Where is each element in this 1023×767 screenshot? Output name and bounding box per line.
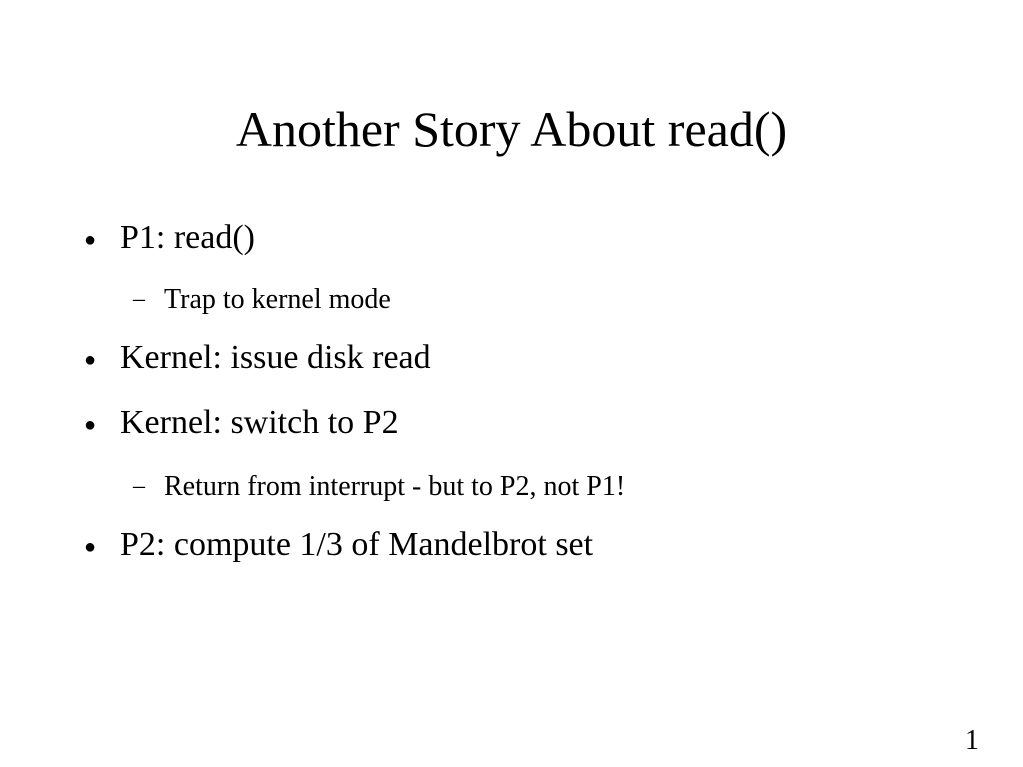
bullet-icon: ● xyxy=(84,536,97,558)
sub-bullet-item-trap: – Trap to kernel mode xyxy=(133,283,391,317)
bullet-text: Kernel: switch to P2 xyxy=(120,404,399,441)
bullet-icon: ● xyxy=(84,414,97,436)
bullet-icon: ● xyxy=(84,229,97,251)
sub-bullet-text: Return from interrupt - but to P2, not P… xyxy=(164,471,626,502)
sub-bullet-item-return: – Return from interrupt - but to P2, not… xyxy=(133,470,625,504)
dash-icon: – xyxy=(133,473,145,499)
bullet-item-kernel-switch: ● Kernel: switch to P2 xyxy=(84,403,399,443)
slide-title: Another Story About read() xyxy=(235,101,788,157)
bullet-text: P2: compute 1/3 of Mandelbrot set xyxy=(120,526,594,563)
bullet-text: P1: read() xyxy=(120,219,256,256)
page-number: 1 xyxy=(965,725,979,756)
sub-bullet-text: Trap to kernel mode xyxy=(164,284,391,315)
bullet-item-kernel-disk-read: ● Kernel: issue disk read xyxy=(84,338,431,378)
bullet-item-p2-compute: ● P2: compute 1/3 of Mandelbrot set xyxy=(84,525,593,565)
bullet-item-p1-read: ● P1: read() xyxy=(84,218,255,258)
bullet-icon: ● xyxy=(84,349,97,371)
bullet-text: Kernel: issue disk read xyxy=(120,339,431,376)
dash-icon: – xyxy=(133,286,145,312)
